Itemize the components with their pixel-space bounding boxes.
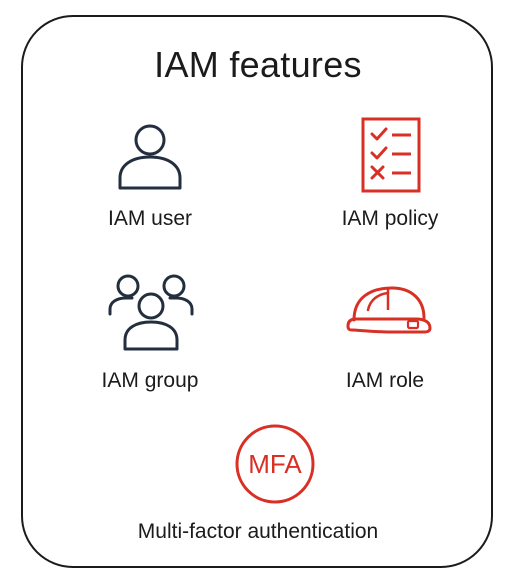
mfa-icon-text: MFA: [248, 449, 302, 479]
features-card: [21, 15, 493, 568]
feature-label-iam-role: IAM role: [345, 369, 425, 392]
feature-label-iam-group: IAM group: [101, 369, 199, 392]
hard-hat-icon: [346, 286, 432, 334]
feature-label-iam-policy: IAM policy: [341, 207, 439, 230]
checklist-icon: [361, 117, 421, 193]
mfa-icon: MFA: [235, 424, 315, 504]
group-icon: [108, 274, 194, 351]
page-title: IAM features: [154, 44, 362, 85]
feature-label-iam-user: IAM user: [107, 207, 193, 230]
feature-label-mfa: Multi-factor authentication: [137, 520, 379, 543]
user-icon: [118, 124, 182, 190]
